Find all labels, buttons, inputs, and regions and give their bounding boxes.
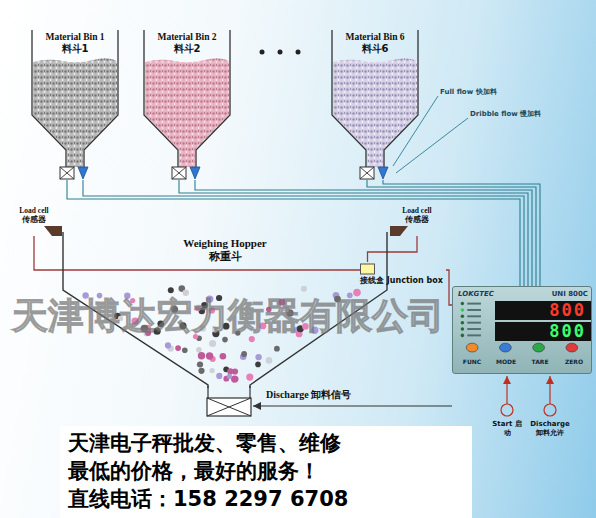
node-title: Load cell [6, 206, 62, 215]
label-anchor: Start 启动 [489, 420, 525, 438]
node-text: 传感器 [6, 215, 62, 224]
node-title: 接线盒 Junction box [360, 276, 446, 286]
label-anchor: 天津博达宏力衡器有限公司 [12, 296, 444, 336]
node-text: 料斗1 [28, 43, 122, 55]
label-anchor: 最低的价格，最好的服务！ [68, 458, 320, 484]
node-title: Load cell [388, 206, 446, 215]
node-text: FUNC [455, 357, 489, 367]
flow-callout: Dribble flow 慢加料 [470, 110, 541, 119]
node-title: Material Bin 2 [140, 31, 234, 43]
label-anchor: 直线电话：158 2297 6708 [68, 486, 348, 512]
material-bin: Material Bin 1料斗1 [28, 28, 122, 180]
flow-callout: Full flow 快加料 [440, 88, 497, 97]
label-anchor: Dribble flow 慢加料 [470, 110, 541, 119]
feed-signal-wire [367, 180, 536, 286]
watermark: 天津博达宏力衡器有限公司 [12, 296, 444, 336]
label-anchor: Discharge 卸料允许 [529, 420, 571, 438]
material-bin: Material Bin 6料斗6 [328, 28, 422, 180]
node-text: MODE [489, 357, 523, 367]
node-title: Weighing Hopper [62, 237, 388, 250]
node-text: 800 [495, 301, 591, 320]
feed-signal-wire [383, 180, 540, 286]
node-text: 料斗2 [140, 43, 234, 55]
node-text: 传感器 [388, 215, 446, 224]
node-text: 800 [495, 322, 591, 341]
node-text: TARE [523, 357, 557, 367]
junction-box: 接线盒 Junction box [360, 262, 446, 296]
ad-text: 直线电话：158 2297 6708 [68, 486, 348, 512]
node-title: Material Bin 6 [328, 31, 422, 43]
node-text: UNI 800C [523, 289, 591, 300]
ad-text: 最低的价格，最好的服务！ [68, 458, 320, 484]
node-text: 称重斗 [62, 250, 388, 263]
weighing-controller: LOKGTECUNI 800C800800FUNCMODETAREZERO [452, 286, 592, 374]
node-title: LOKGTEC [455, 289, 523, 300]
load-cell-cable [368, 236, 418, 262]
load-cell: Load cell传感器 [6, 206, 62, 236]
label-anchor: 天津电子秤批发、零售、维修 [68, 430, 341, 456]
input-label: Start 启动 [489, 420, 525, 438]
label-anchor: Discharge 卸料信号 [266, 388, 351, 401]
node-text: ZERO [557, 357, 591, 367]
node-title: Material Bin 1 [28, 31, 122, 43]
label-anchor: Full flow 快加料 [440, 88, 497, 97]
signal-label: Discharge 卸料信号 [266, 388, 351, 401]
material-bin: Material Bin 2料斗2 [140, 28, 234, 180]
input-label: Discharge 卸料允许 [529, 420, 571, 438]
load-cell: Load cell传感器 [388, 206, 446, 236]
node-text: 料斗6 [328, 43, 422, 55]
ad-text: 天津电子秤批发、零售、维修 [68, 430, 341, 456]
